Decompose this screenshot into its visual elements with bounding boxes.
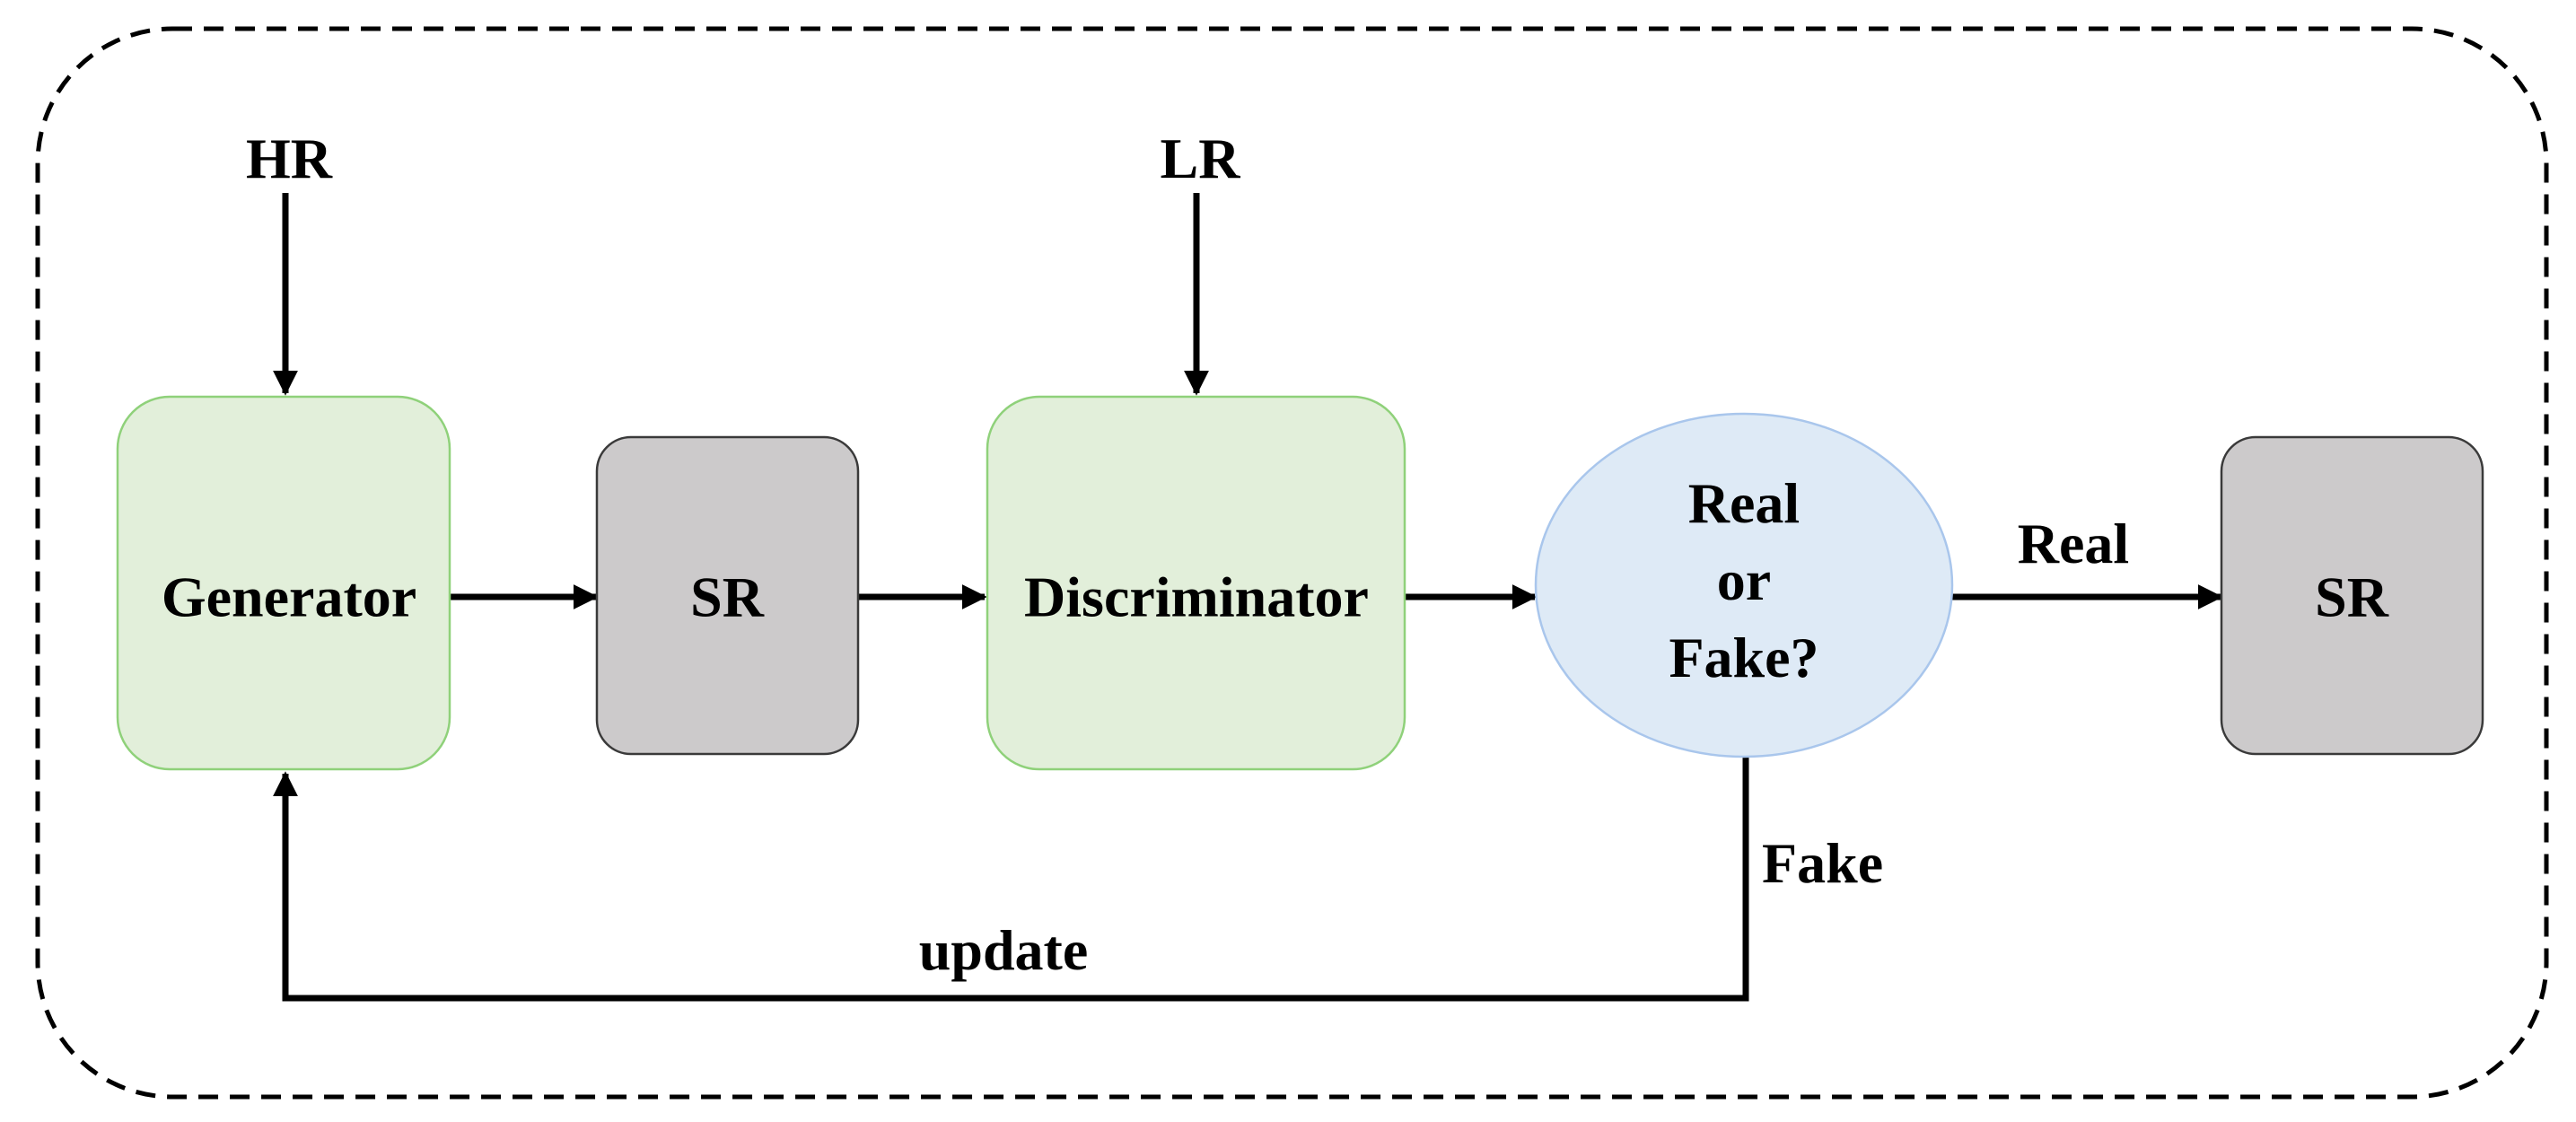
generator-label: Generator bbox=[162, 565, 416, 629]
lr-input-label: LR bbox=[1161, 127, 1241, 190]
sr-generated-box bbox=[595, 435, 860, 756]
arrow-fake-update-to-generator bbox=[273, 754, 1749, 1002]
hr-input-label: HR bbox=[246, 127, 333, 190]
sr-output-label: SR bbox=[2315, 565, 2389, 629]
decision-label-line3: Fake? bbox=[1669, 626, 1818, 689]
edge-label-update: update bbox=[919, 918, 1089, 982]
decision-ellipse bbox=[1534, 412, 1954, 758]
edge-label-fake: Fake bbox=[1762, 831, 1883, 895]
generator-box bbox=[116, 395, 451, 771]
decision-label-line2: or bbox=[1717, 548, 1771, 612]
sr-generated-label: SR bbox=[690, 565, 765, 629]
decision-label-line1: Real bbox=[1688, 471, 1800, 535]
discriminator-box bbox=[986, 395, 1406, 771]
edge-label-real: Real bbox=[2018, 512, 2129, 575]
sr-output-box bbox=[2220, 435, 2484, 756]
discriminator-label: Discriminator bbox=[1024, 565, 1369, 629]
